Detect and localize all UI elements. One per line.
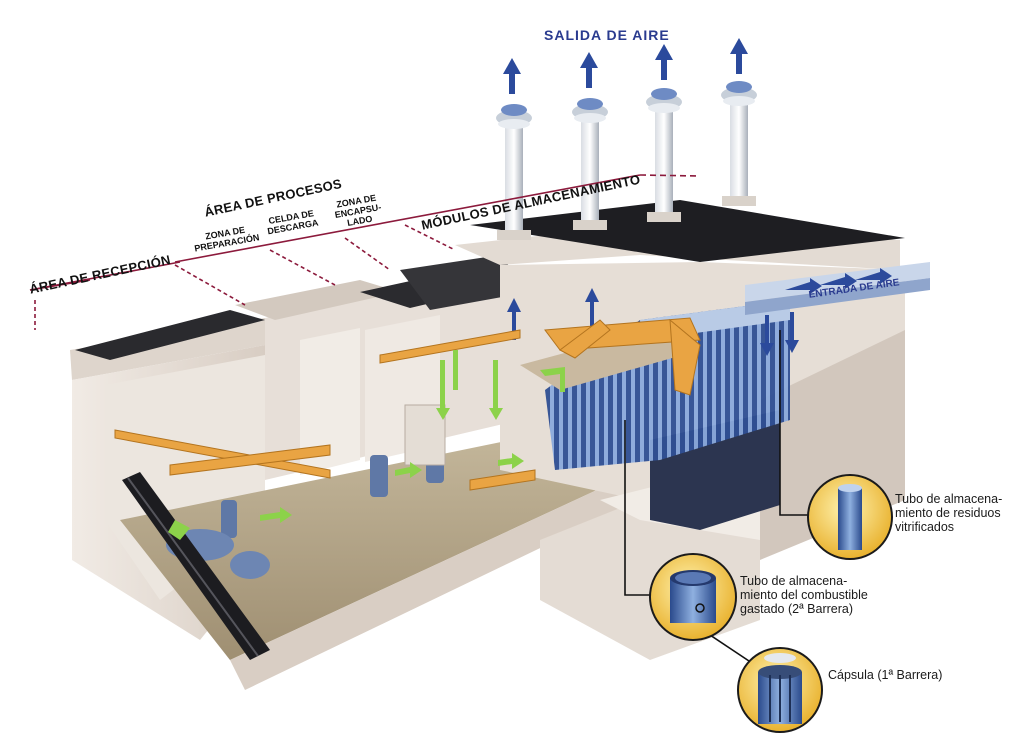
chimney: [572, 98, 608, 230]
air-outlet-label: SALIDA DE AIRE: [544, 27, 670, 43]
vitrified-waste-tube-label: Tubo de almacena-miento de residuos vitr…: [895, 492, 1003, 534]
air-inflow-arrows: [507, 268, 892, 356]
rail-track: [122, 472, 270, 660]
magnifier-vitrified-waste: [807, 474, 893, 560]
chimney: [721, 81, 757, 206]
chimney: [496, 104, 532, 240]
up-arrow-icon: [730, 38, 748, 74]
spent-fuel-tube-label: Tubo de almacena-miento del combustible …: [740, 574, 868, 616]
magnifier-spent-fuel-tube: [649, 553, 737, 641]
process-flow-arrows: [168, 350, 565, 540]
capsule-label: Cápsula (1ª Barrera): [828, 668, 943, 682]
cranes: [114, 317, 701, 491]
section-dividers: [29, 174, 701, 330]
magnifier-capsule: [737, 647, 823, 733]
up-arrow-icon: [580, 52, 598, 88]
air-exhaust-chimneys: [496, 81, 757, 240]
chimney: [646, 88, 682, 222]
up-arrow-icon: [655, 44, 673, 80]
air-outflow-arrows: [503, 38, 748, 94]
up-arrow-icon: [503, 58, 521, 94]
